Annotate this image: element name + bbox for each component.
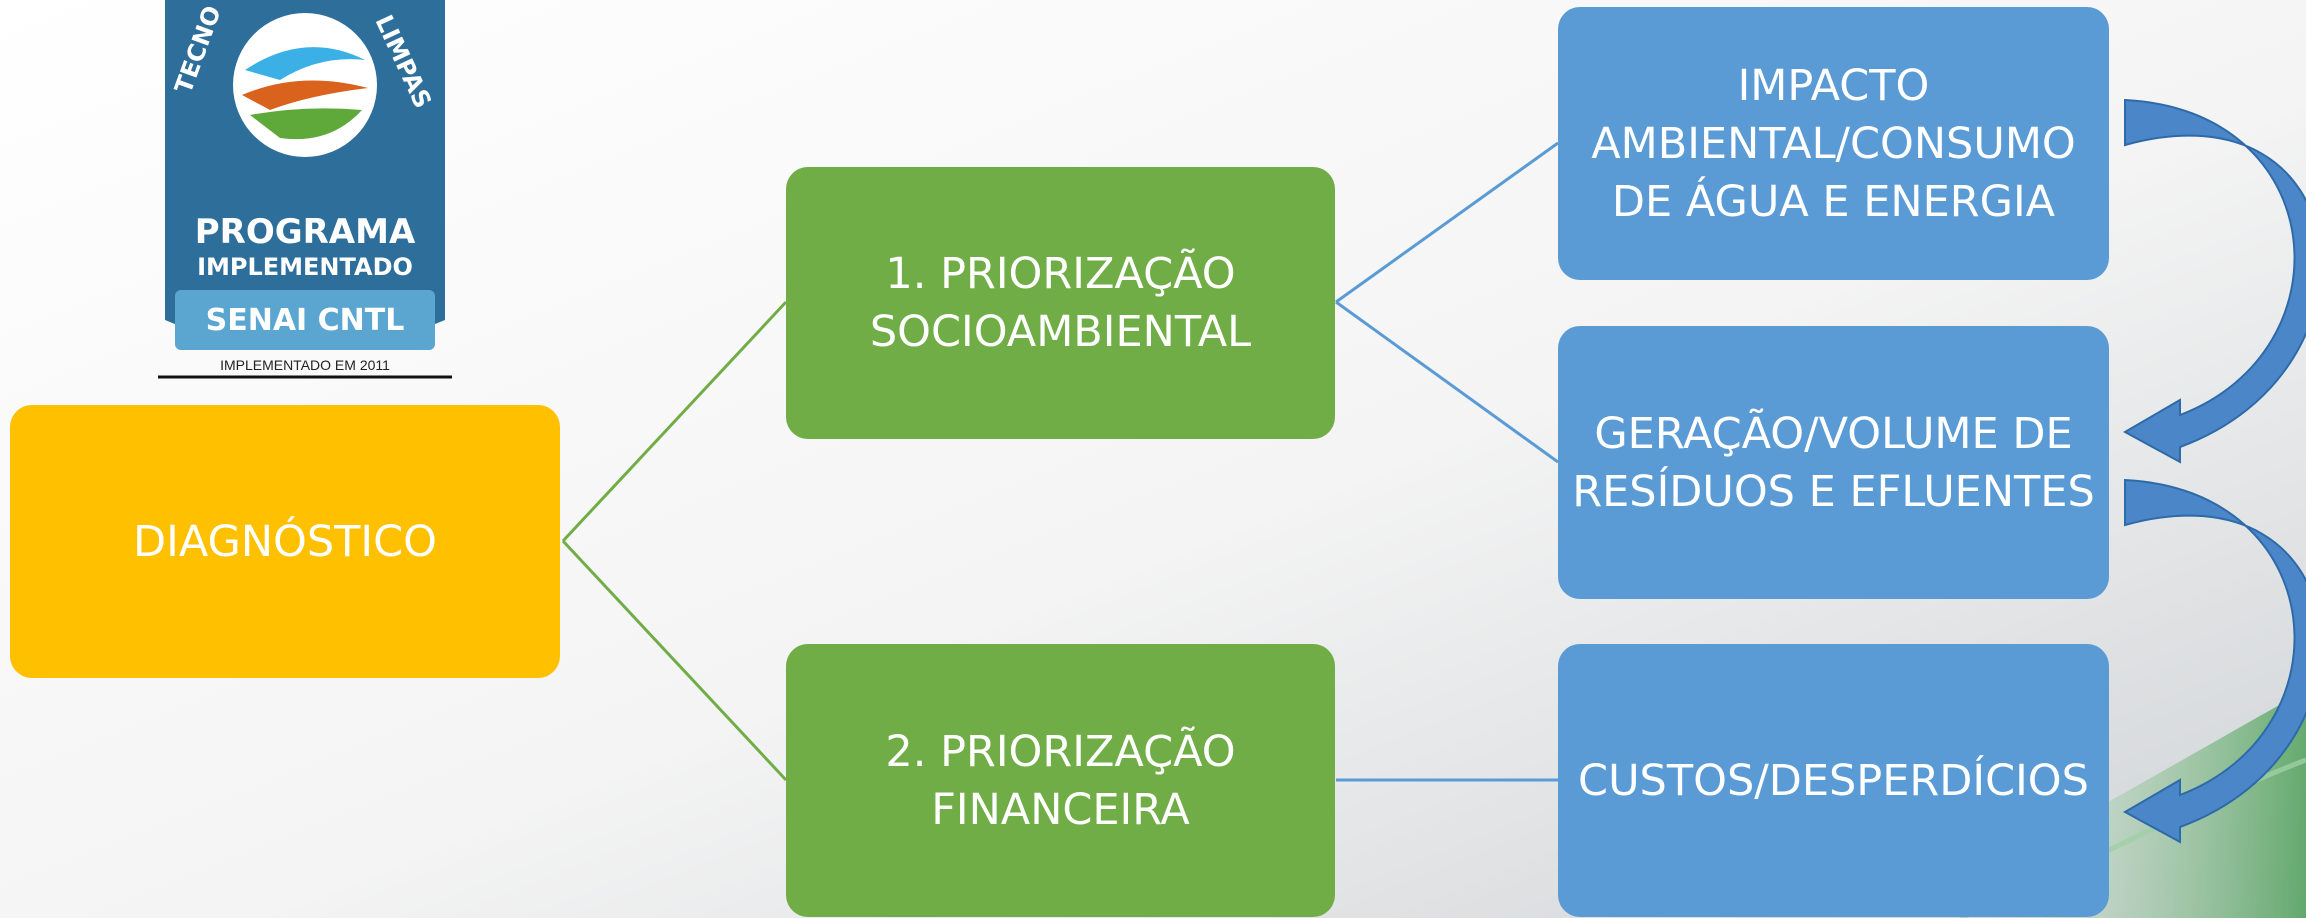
node-geracao-residuos-label: GERAÇÃO/VOLUME DE RESÍDUOS E EFLUENTES (1572, 408, 2095, 517)
node-impacto-ambiental: IMPACTO AMBIENTAL/CONSUMO DE ÁGUA E ENER… (1558, 7, 2109, 280)
seal-line-senai: SENAI CNTL (205, 303, 405, 338)
seal-caption: IMPLEMENTADO EM 2011 (220, 357, 390, 373)
node-diagnostico-label: DIAGNÓSTICO (133, 516, 437, 567)
node-priorizacao-financeira-label: 2. PRIORIZAÇÃO FINANCEIRA (885, 726, 1236, 835)
seal-line-implementado: IMPLEMENTADO (197, 253, 413, 281)
node-custos-label: CUSTOS/DESPERDÍCIOS (1578, 755, 2089, 806)
node-priorizacao-financeira: 2. PRIORIZAÇÃO FINANCEIRA (786, 644, 1335, 917)
node-diagnostico: DIAGNÓSTICO (10, 405, 560, 678)
node-geracao-residuos: GERAÇÃO/VOLUME DE RESÍDUOS E EFLUENTES (1558, 326, 2109, 599)
node-priorizacao-socioambiental-label: 1. PRIORIZAÇÃO SOCIOAMBIENTAL (869, 249, 1252, 357)
node-custos: CUSTOS/DESPERDÍCIOS (1558, 644, 2109, 917)
seal-line-programa: PROGRAMA (194, 212, 416, 252)
node-impacto-ambiental-label: IMPACTO AMBIENTAL/CONSUMO DE ÁGUA E ENER… (1591, 60, 2076, 227)
tecnologias-limpas-seal: TECNO LIMPAS (158, 0, 452, 379)
node-priorizacao-socioambiental: 1. PRIORIZAÇÃO SOCIOAMBIENTAL (786, 167, 1335, 439)
